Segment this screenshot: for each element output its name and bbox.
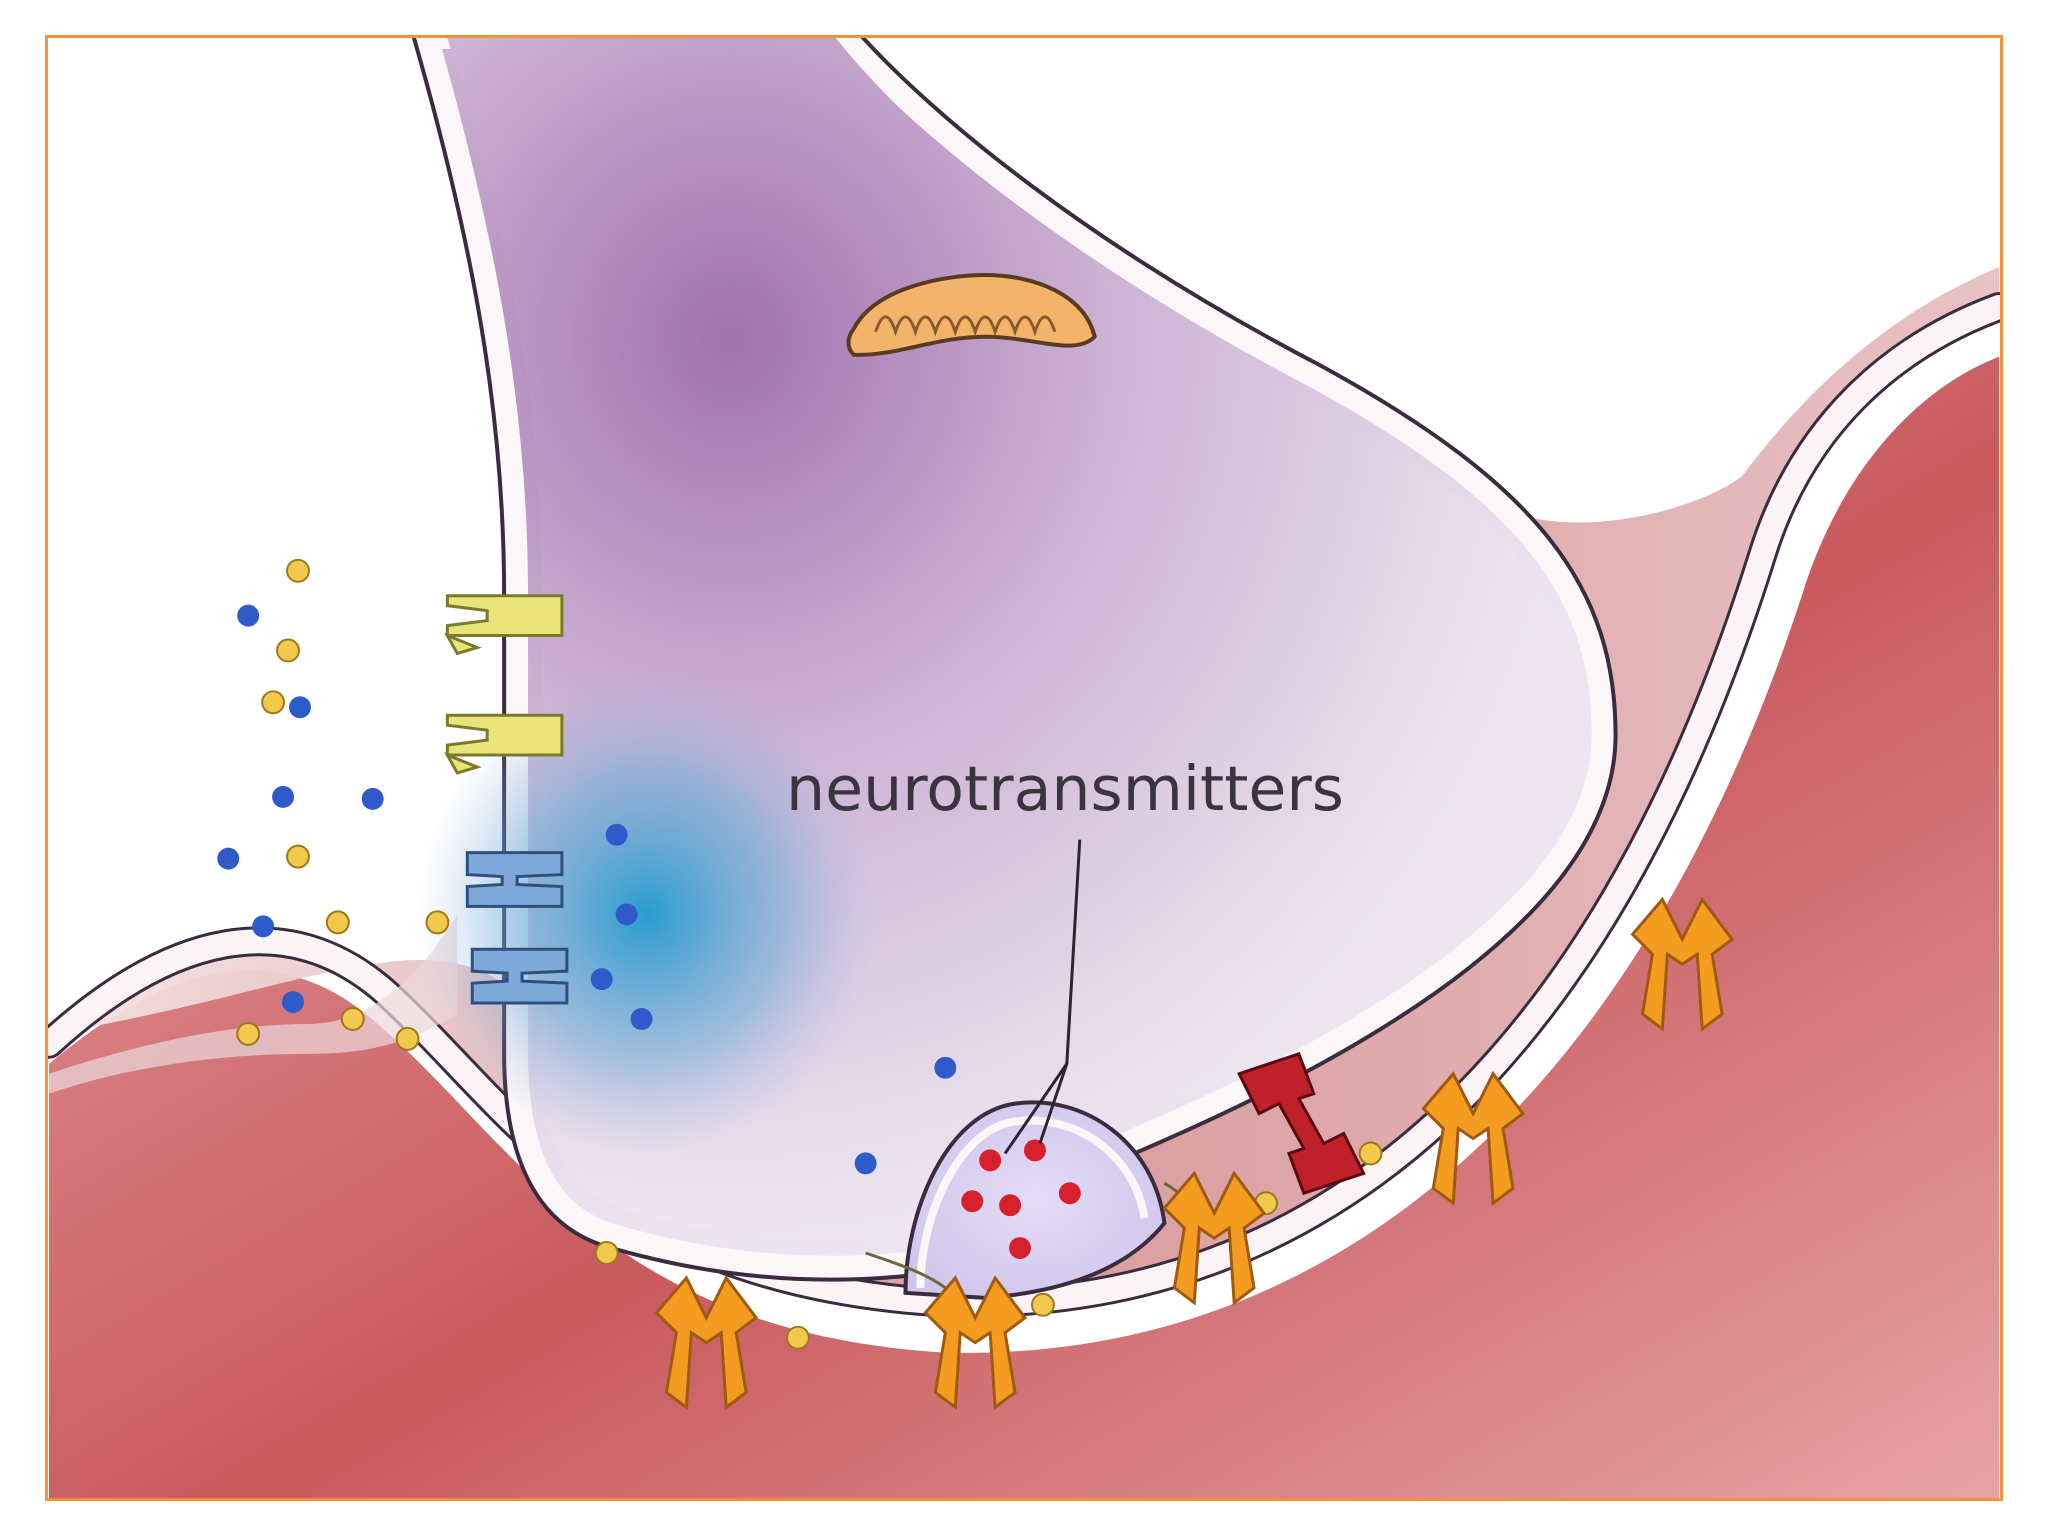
- neurotransmitter-particle-icon: [961, 1139, 1081, 1259]
- ion-channel-icon: [444, 713, 564, 775]
- calcium-glow: [417, 675, 876, 1154]
- diagram-frame: neurotransmitters: [45, 35, 2003, 1501]
- neurotransmitter-particle-icon: [217, 604, 957, 1175]
- mitochondrion-icon: [846, 273, 1097, 357]
- ion-channel-icon: [470, 947, 569, 1005]
- neurotransmitters-label: neurotransmitters: [786, 753, 1344, 825]
- postsynaptic-neuron: [49, 356, 1999, 1498]
- left-membrane-band: [49, 914, 458, 1094]
- ion-channel-icon: [444, 594, 564, 656]
- ion-channel-icon: [465, 851, 564, 908]
- synaptic-vesicle-icon: [865, 1100, 1206, 1300]
- ion-channel-icon: [1237, 1051, 1366, 1196]
- receptor-channel-icon: [654, 896, 1735, 1411]
- synapse-diagram: neurotransmitters: [48, 38, 2000, 1498]
- label-leader-lines: [1003, 839, 1082, 1155]
